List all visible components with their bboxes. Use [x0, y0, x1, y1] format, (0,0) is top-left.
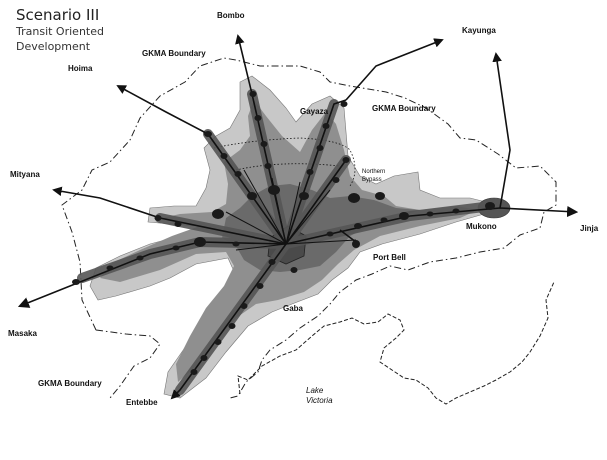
- label-entebbe: Entebbe: [126, 398, 158, 407]
- label-gayaza: Gayaza: [300, 107, 329, 116]
- portbell-link: [339, 229, 357, 243]
- label-mityana: Mityana: [10, 170, 40, 179]
- masaka-arrow: [17, 241, 287, 308]
- hoima-arrow: [116, 85, 209, 135]
- label-gkma-right: GKMA Boundary: [372, 104, 436, 113]
- label-masaka: Masaka: [8, 329, 37, 338]
- label-mukono: Mukono: [466, 222, 497, 231]
- label-northern-bypass-1: Northern: [362, 169, 385, 175]
- hoima-corridor: [207, 133, 287, 245]
- stations: [72, 91, 495, 375]
- label-gkma-top: GKMA Boundary: [142, 49, 206, 58]
- label-kayunga: Kayunga: [462, 26, 496, 35]
- label-gaba: Gaba: [283, 304, 304, 313]
- kayunga-arrow: [345, 38, 444, 101]
- label-hoima: Hoima: [68, 64, 93, 73]
- label-northern-bypass-2: Bypass: [362, 177, 382, 183]
- map-subtitle-1: Transit Oriented: [15, 25, 104, 38]
- label-gkma-bottom: GKMA Boundary: [38, 379, 102, 388]
- label-lake-1: Lake: [306, 386, 324, 395]
- map-subtitle-2: Development: [16, 40, 91, 53]
- northeast-corridor: [285, 159, 347, 245]
- label-jinja: Jinja: [580, 224, 599, 233]
- entebbe-arrow: [170, 243, 287, 400]
- label-bombo: Bombo: [217, 11, 245, 20]
- mityana-corridor: [159, 217, 287, 245]
- map-title: Scenario III: [16, 6, 99, 24]
- mukono-north-line: [492, 52, 511, 209]
- label-port-bell: Port Bell: [373, 253, 406, 262]
- lake-shoreline: [237, 281, 555, 405]
- label-lake-2: Victoria: [306, 396, 333, 405]
- gkma-boundary-line: [61, 57, 557, 399]
- mityana-arrow: [52, 186, 161, 219]
